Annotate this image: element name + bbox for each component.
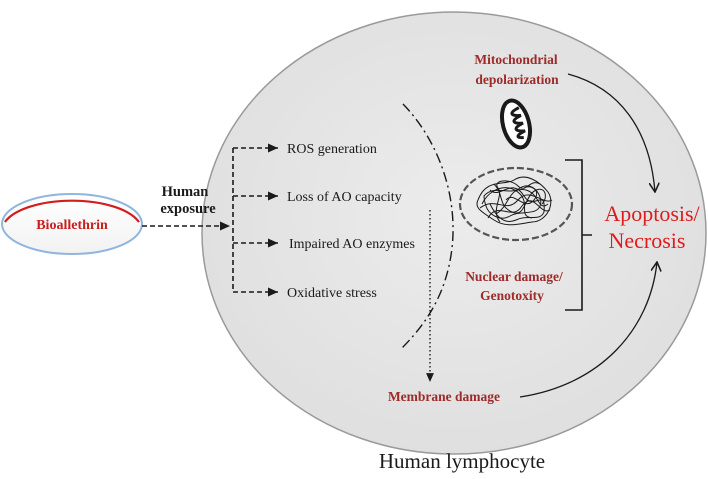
nucleus-icon [458, 166, 574, 242]
mitochondrion-icon [499, 98, 533, 150]
bioallethrin-label: Bioallethrin [36, 218, 108, 233]
outcome-label-line2: Necrosis [609, 228, 686, 253]
cell-caption: Human lymphocyte [379, 449, 545, 473]
effect-ros-generation: ROS generation [287, 142, 377, 157]
mitochondrial-label-line2: depolarization [475, 72, 559, 87]
membrane-damage-label: Membrane damage [388, 389, 500, 404]
effect-oxidative-stress: Oxidative stress [287, 286, 377, 301]
membrane-boundary-curve [399, 103, 454, 351]
bioallethrin-node [1, 193, 143, 255]
outcome-label-line1: Apoptosis/ [604, 201, 700, 226]
exposure-label-line2: exposure [160, 201, 216, 217]
arrow-membrane-to-apoptosis [519, 262, 657, 398]
dna-tangle-icon [476, 176, 553, 226]
nuclear-damage-label-line2: Genotoxity [480, 288, 544, 303]
effect-loss-ao-capacity: Loss of AO capacity [287, 190, 402, 205]
lymphocyte-cell [201, 11, 707, 455]
exposure-label-line1: Human [162, 184, 209, 200]
bioallethrin-node-red-rim [4, 199, 140, 223]
nuclear-damage-label-line1: Nuclear damage/ [465, 269, 563, 284]
arrow-mito-to-apoptosis [567, 73, 655, 192]
mitochondrial-label-line1: Mitochondrial [474, 52, 557, 67]
nuclear-bracket [565, 159, 592, 311]
effect-impaired-ao-enzymes: Impaired AO enzymes [289, 237, 415, 252]
